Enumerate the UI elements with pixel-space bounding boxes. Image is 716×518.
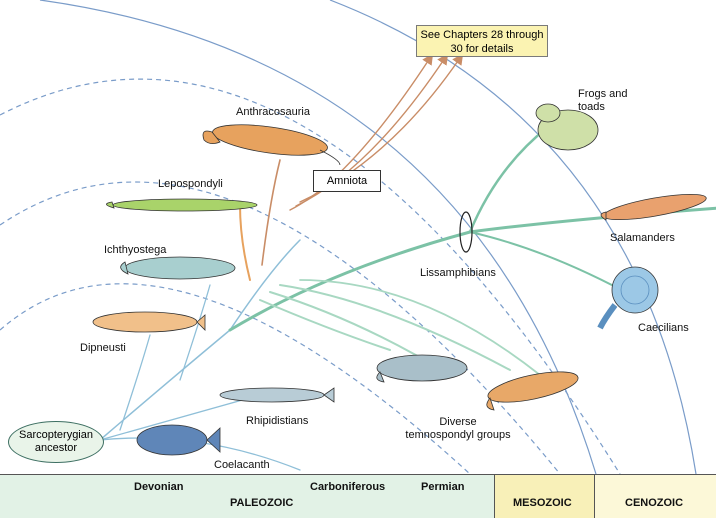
lepospondyli-figure [106,198,258,212]
label-lissamphibians: Lissamphibians [420,267,496,279]
era-boundary-arcs [39,0,697,474]
temnospondyl-figure-2 [486,371,579,411]
era-cenozoic-band: CENOZOIC [594,474,716,518]
rhipidistian-figure [219,387,335,403]
label-caecilians: Caecilians [638,322,689,334]
label-salamanders: Salamanders [610,232,675,244]
frog-figure [535,103,599,151]
period-carboniferous: Carboniferous [310,481,386,493]
label-frogs-line1: Frogs and [578,88,628,100]
ancestor-line2: ancestor [34,442,78,454]
arc-permian [0,78,621,474]
era-paleozoic-label: PALEOZOIC [230,497,294,509]
arc-devonian [0,283,471,474]
chapter-reference-box: See Chapters 28 through 30 for details [416,25,548,57]
label-temnospondyls: Diverse temnospondyl groups [398,416,518,442]
geologic-timescale: Devonian Carboniferous Permian PALEOZOIC… [0,474,716,518]
lissamphibian-bracket [459,211,473,253]
anthracosauria-figure [202,124,341,166]
period-devonian: Devonian [134,481,184,493]
label-anthracosauria: Anthracosauria [236,106,310,118]
era-paleozoic-band: Devonian Carboniferous Permian PALEOZOIC [0,474,494,518]
label-ichthyostega: Ichthyostega [104,244,167,256]
arc-carboniferous [0,181,561,474]
dipneusti-figure [92,311,206,333]
era-mesozoic-band: MESOZOIC [494,474,594,518]
chapter-reference-line1: See Chapters 28 through [420,29,544,41]
label-frogs-and-toads: Frogs and toads [578,88,628,114]
label-rhipidistians: Rhipidistians [246,415,309,427]
ichthyostega-figure [120,256,236,280]
caecilian-figure [597,266,659,330]
label-coelacanth: Coelacanth [214,459,270,471]
ancestor-line1: Sarcopterygian [19,429,93,441]
temnospondyl-figure-1 [376,354,468,383]
chapter-reference-line2: 30 for details [450,43,514,55]
period-permian: Permian [421,481,465,493]
arc-meso-ceno [329,0,697,474]
animal-silhouettes [92,103,707,456]
amniota-label: Amniota [313,170,381,192]
label-temno-line1: Diverse [439,416,477,428]
label-lepospondyli: Lepospondyli [158,178,223,190]
era-cenozoic-label: CENOZOIC [625,497,684,509]
sarcopterygian-ancestor-node: Sarcopterygian ancestor [8,421,104,463]
label-dipneusti: Dipneusti [80,342,126,354]
label-temno-line2: temnospondyl groups [405,429,511,441]
label-frogs-line2: toads [578,101,605,113]
time-boundary-arcs [0,78,621,474]
salamander-figure [600,193,707,221]
era-mesozoic-label: MESOZOIC [513,497,572,509]
arc-paleo-meso [39,0,597,474]
coelacanth-figure [136,424,221,456]
tree-canvas [0,0,716,474]
